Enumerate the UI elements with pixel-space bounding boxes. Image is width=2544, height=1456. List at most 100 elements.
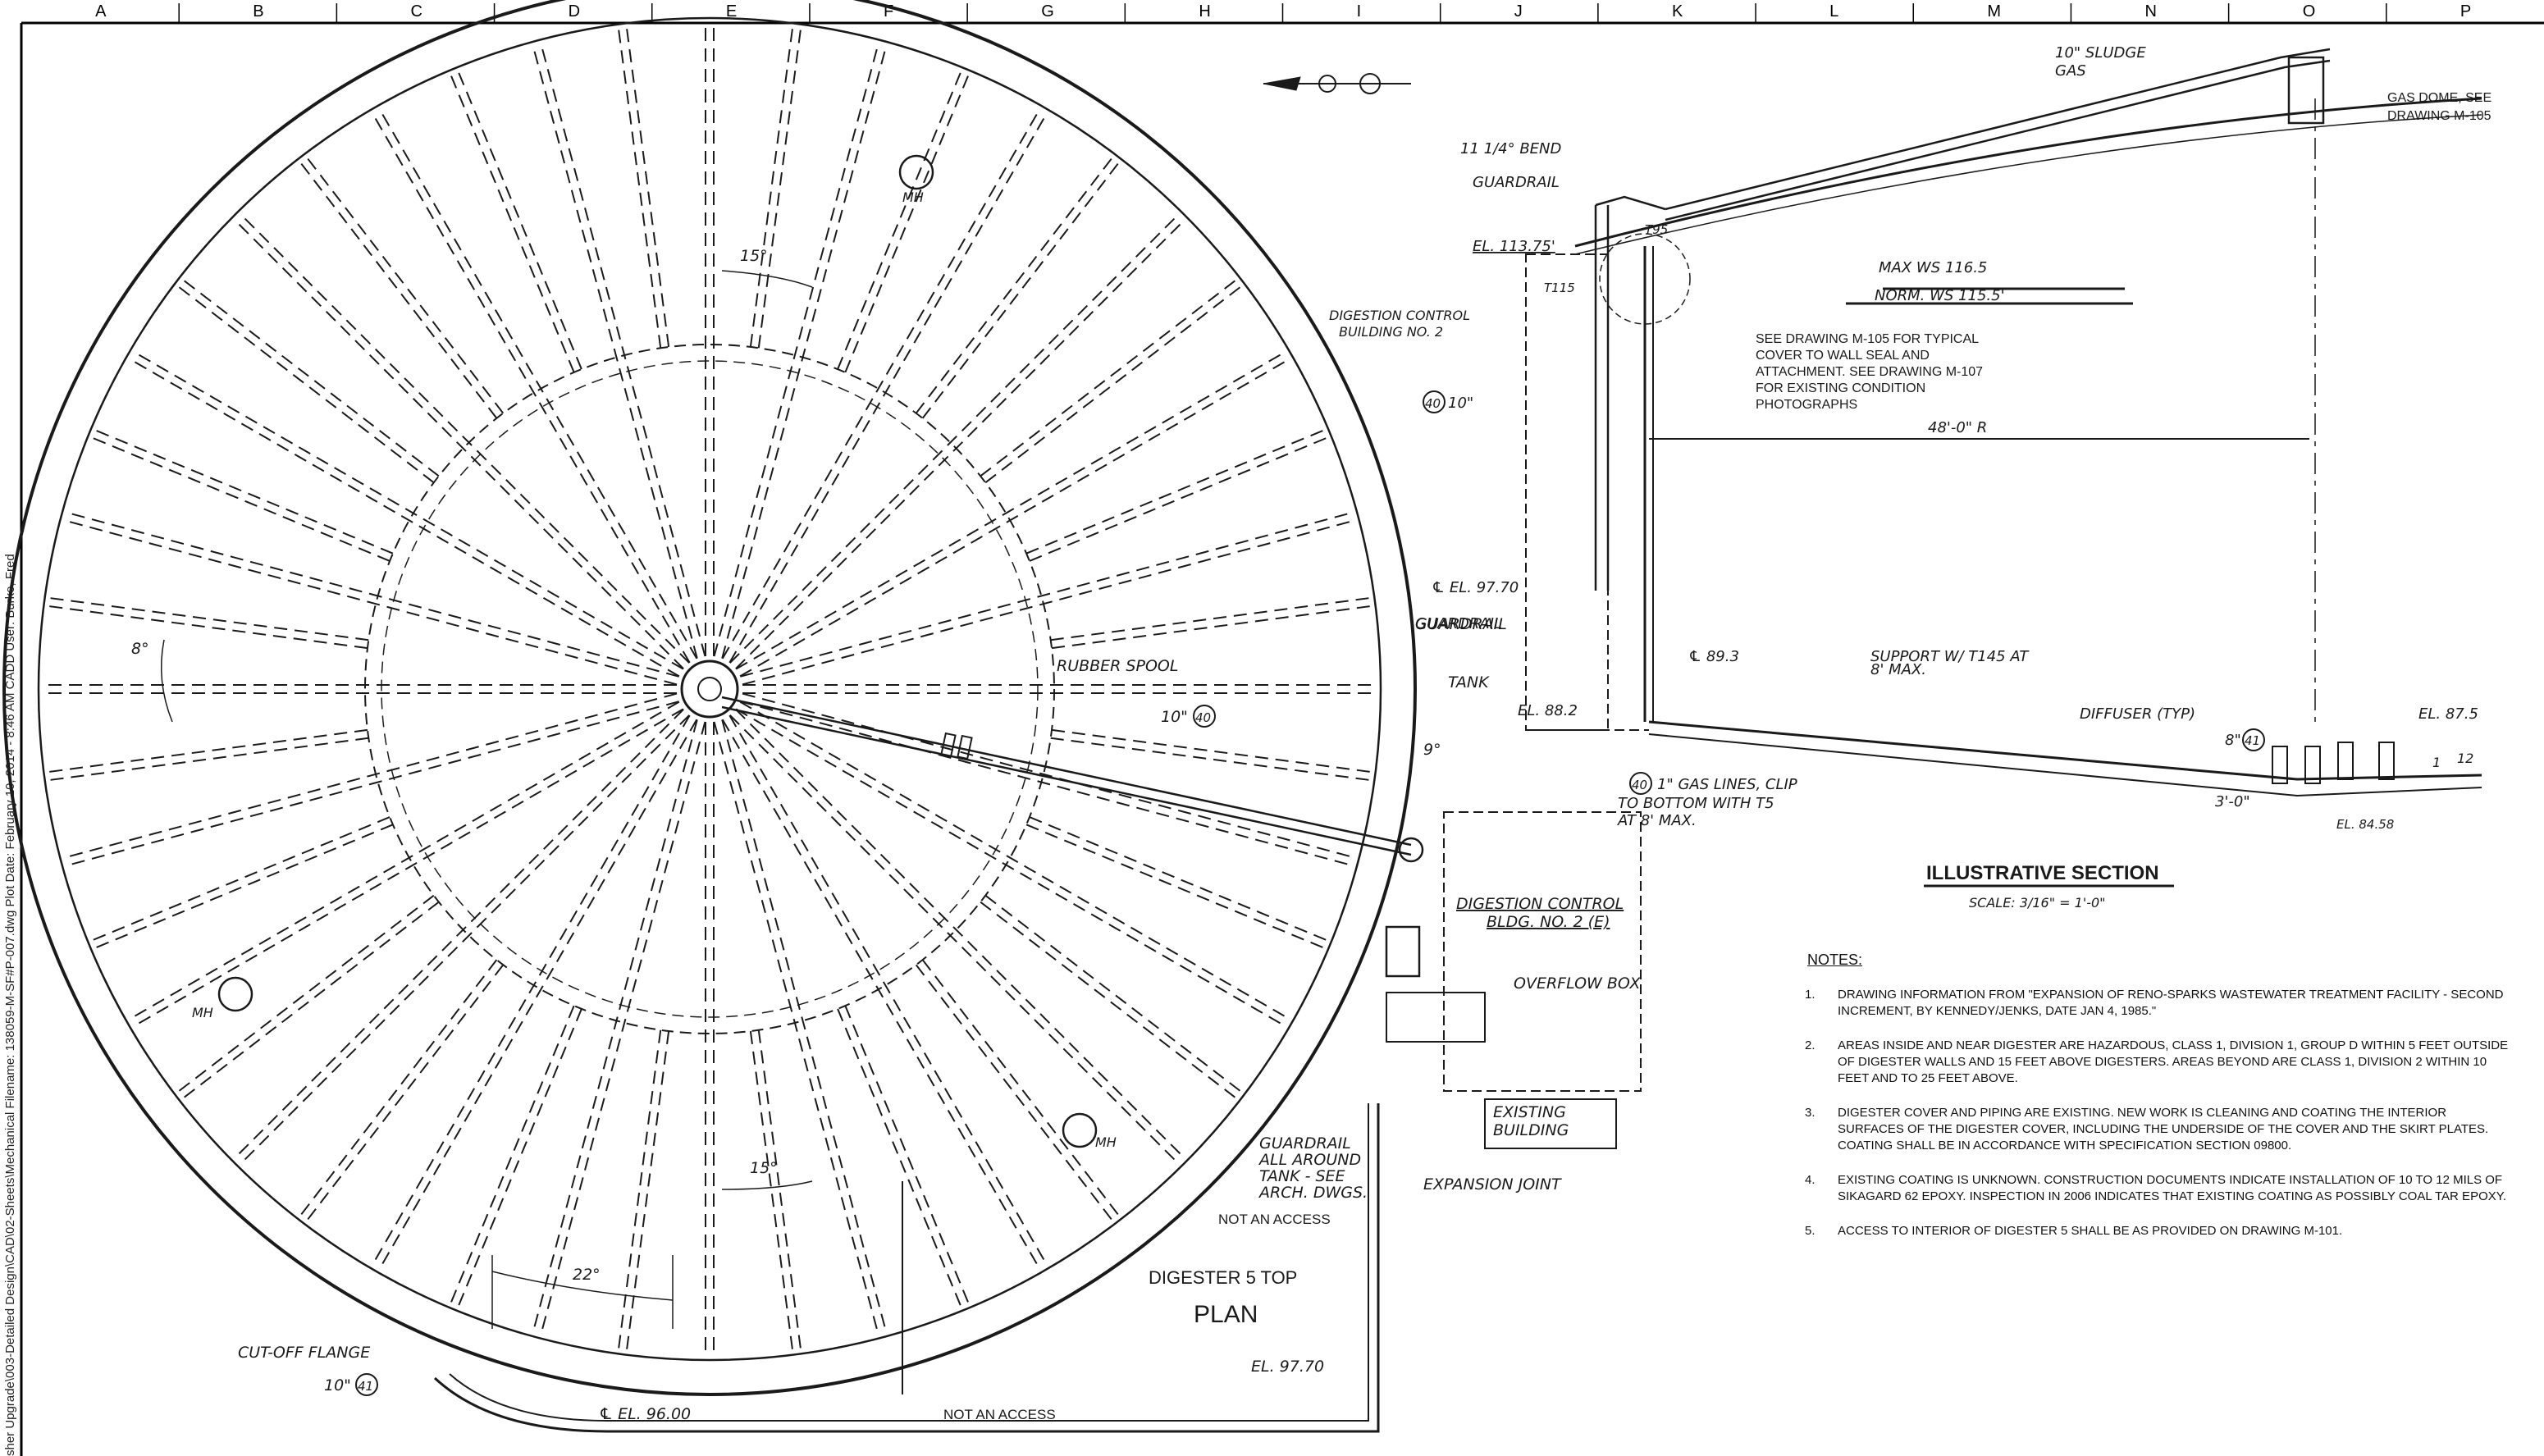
el-11375-label: EL. 113.75': [1473, 238, 1555, 255]
rafter-line: [749, 28, 794, 348]
see-note-5: PHOTOGRAPHS: [1756, 398, 1857, 412]
manhole-bottom-label: MH: [1095, 1134, 1117, 1150]
grid-column-j: J: [1514, 2, 1523, 21]
angle-22: 22°: [573, 1266, 601, 1284]
rafter-line: [183, 901, 440, 1099]
digester-skirt-ring: [37, 16, 1382, 1362]
rafter-line: [457, 1008, 582, 1307]
rafter-line: [728, 113, 1048, 664]
overflow-box: [1385, 925, 1421, 978]
rafter-line: [130, 358, 680, 678]
rafter-line: [729, 714, 1179, 1164]
grid-column-i: I: [1357, 2, 1362, 21]
gas-lines-label-3: AT 8' MAX.: [1617, 812, 1697, 829]
el-893-label: ℄ 89.3: [1688, 648, 1739, 665]
notes-block: NOTES: 1. DRAWING INFORMATION FROM "EXPA…: [1805, 952, 2510, 1257]
rafter-line: [92, 436, 391, 562]
rafter-line: [299, 162, 498, 419]
grid-column-l: L: [1829, 2, 1838, 21]
rafter-line: [1029, 436, 1327, 562]
digester-outer-wall: [2, 0, 1417, 1396]
rafter-line: [915, 964, 1113, 1221]
center-hub: [680, 660, 739, 719]
rafter-line: [235, 709, 684, 1158]
rafter-line: [757, 1029, 802, 1349]
plan-ref-labels: NOT AN ACCESS NOT AN ACCESS DIGESTER 5 T…: [943, 1212, 1331, 1422]
guardrail-around-1: GUARDRAIL: [1259, 1134, 1351, 1152]
cover-mid-ring: [364, 344, 1055, 1034]
rafter-line: [721, 46, 887, 659]
el-882-label: EL. 88.2: [1518, 702, 1578, 719]
sludge-gas-pipe: [1665, 48, 2331, 211]
grid-column-n: N: [2145, 2, 2157, 21]
rafter-line: [299, 959, 498, 1216]
rafter-line: [532, 46, 698, 659]
dcb-label-1: DIGESTION CONTROL: [1329, 308, 1470, 323]
plan-labels: 15° 8° 9° 15° 22° MH MH MH RUBBER SPOOL …: [131, 189, 1641, 1423]
expansion-joint-label: EXPANSION JOINT: [1423, 1175, 1562, 1194]
notes-header: NOTES:: [1807, 952, 1863, 968]
max-ws-label: MAX WS 116.5: [1879, 259, 1987, 276]
angle-8: 8°: [131, 640, 149, 658]
rafter-line: [739, 358, 1290, 678]
slope-1: 1: [2432, 755, 2441, 770]
rafter-line: [749, 1030, 794, 1350]
rubber-spool-label: RUBBER SPOOL: [1057, 657, 1178, 675]
manhole-bottom: [1062, 1112, 1098, 1148]
manhole-left: [217, 976, 253, 1012]
seal-detail-callout: [1599, 233, 1691, 325]
section-scale: SCALE: 3/16" = 1'-0": [1969, 895, 2106, 911]
grid-column-e: E: [726, 2, 737, 21]
radius-label: 48'-0" R: [1928, 419, 1987, 436]
rafter-line: [740, 701, 1353, 866]
support-label: SUPPORT W/ T145 AT: [1870, 648, 2030, 665]
sludge-gas-label-2: GAS: [2055, 62, 2086, 80]
rafter-line: [95, 824, 394, 949]
rafter-line: [713, 44, 879, 657]
see-note-3: ATTACHMENT. SEE DRAWING M-107: [1756, 365, 1983, 379]
sludge-gas-label-1: 10" SLUDGE: [2055, 44, 2146, 62]
rafter-line: [742, 692, 1354, 859]
gas-lines-label-1: 1" GAS LINES, CLIP: [1657, 776, 1797, 793]
radial-rafters: [43, 23, 1376, 1355]
rafter-line: [980, 901, 1236, 1099]
grid-column-g: G: [1041, 2, 1054, 21]
t115-label: T115: [1544, 281, 1575, 295]
existing-bldg-label-1: EXISTING: [1493, 1103, 1566, 1121]
note-text: DIGESTER COVER AND PIPING ARE EXISTING. …: [1838, 1106, 2489, 1152]
note-item: 5. ACCESS TO INTERIOR OF DIGESTER 5 SHAL…: [1805, 1223, 2510, 1239]
guardrail-label: GUARDRAIL: [1415, 615, 1507, 633]
rafter-line: [65, 692, 678, 859]
section-ref-labels: GAS DOME, SEE DRAWING M-105 SEE DRAWING …: [1756, 91, 2491, 412]
rafter-line: [95, 429, 394, 555]
note-text: EXISTING COATING IS UNKNOWN. CONSTRUCTIO…: [1838, 1173, 2506, 1203]
pipe-10-label: 10": [1161, 708, 1188, 726]
el-9600-label: ℄ EL. 96.00: [599, 1405, 691, 1423]
rafter-line: [735, 220, 1185, 669]
guardrail-around-3: TANK - SEE: [1259, 1167, 1345, 1185]
guardrail-sec-label: GUARDRAIL: [1473, 174, 1560, 191]
bend-label: 11 1/4° BEND: [1460, 140, 1561, 157]
guardrail-around-2: ALL AROUND: [1258, 1151, 1361, 1169]
rafter-line: [625, 1030, 670, 1350]
rafter-line: [625, 28, 670, 348]
grid-column-c: C: [410, 2, 422, 21]
note-item: 4. EXISTING COATING IS UNKNOWN. CONSTRUC…: [1805, 1172, 2510, 1205]
note-item: 2. AREAS INSIDE AND NEAR DIGESTER ARE HA…: [1805, 1038, 2510, 1087]
rafter-line: [178, 894, 435, 1093]
angle-9: 9°: [1423, 741, 1441, 759]
rafter-line: [372, 113, 691, 664]
rafter-line: [721, 109, 1040, 660]
manhole-top-label: MH: [902, 189, 924, 205]
gas-line-tag: 40: [1632, 778, 1647, 792]
norm-ws-label: NORM. WS 115.5': [1875, 287, 2005, 304]
rafter-line: [48, 728, 368, 774]
gas-lines-label-2: TO BOTTOM WITH T5: [1618, 795, 1774, 812]
rafter-line: [837, 1008, 962, 1307]
note-item: 3. DIGESTER COVER AND PIPING ARE EXISTIN…: [1805, 1105, 2510, 1154]
rafter-line: [49, 737, 369, 781]
rafter-line: [178, 285, 435, 484]
pipe-tag-41: 41: [358, 1379, 373, 1394]
grid-column-o: O: [2303, 2, 2316, 21]
